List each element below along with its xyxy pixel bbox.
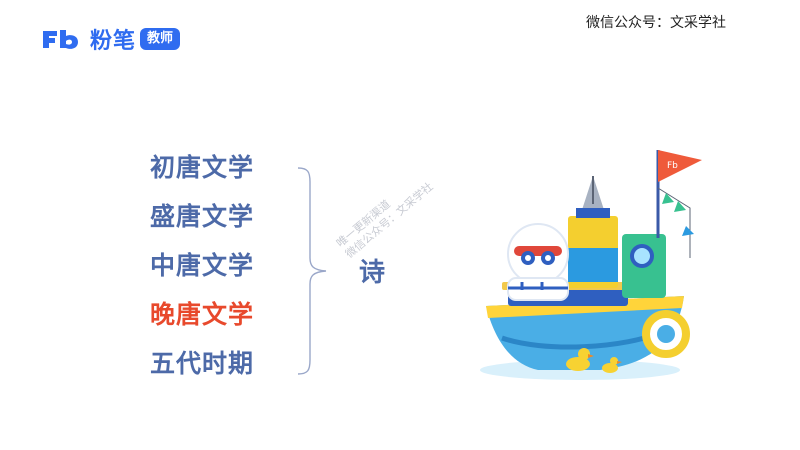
literature-period-list: 初唐文学 盛唐文学 中唐文学 晚唐文学 五代时期 xyxy=(150,148,280,393)
logo-teacher-tag: 教师 xyxy=(140,28,181,50)
period-item: 五代时期 xyxy=(150,349,255,378)
period-item: 盛唐文学 xyxy=(150,202,255,231)
boat-mascot-illustration: Fb xyxy=(480,150,702,380)
watermark-text: 唯一更新渠道 微信公众号：文采学社 xyxy=(334,180,436,261)
svg-text:Fb: Fb xyxy=(667,161,678,171)
period-item-highlighted: 晚唐文学 xyxy=(150,300,255,329)
fb-logo-icon xyxy=(43,30,78,49)
wechat-account-note: 微信公众号：文采学社 xyxy=(586,15,726,31)
logo-brand-text: 粉笔 xyxy=(90,29,137,54)
period-item: 中唐文学 xyxy=(150,251,255,280)
period-item: 初唐文学 xyxy=(150,153,255,182)
fenbi-teacher-logo: 粉笔 教师 xyxy=(40,24,181,54)
genre-label-poetry: 诗 xyxy=(359,258,386,288)
curly-brace-icon xyxy=(297,167,327,375)
